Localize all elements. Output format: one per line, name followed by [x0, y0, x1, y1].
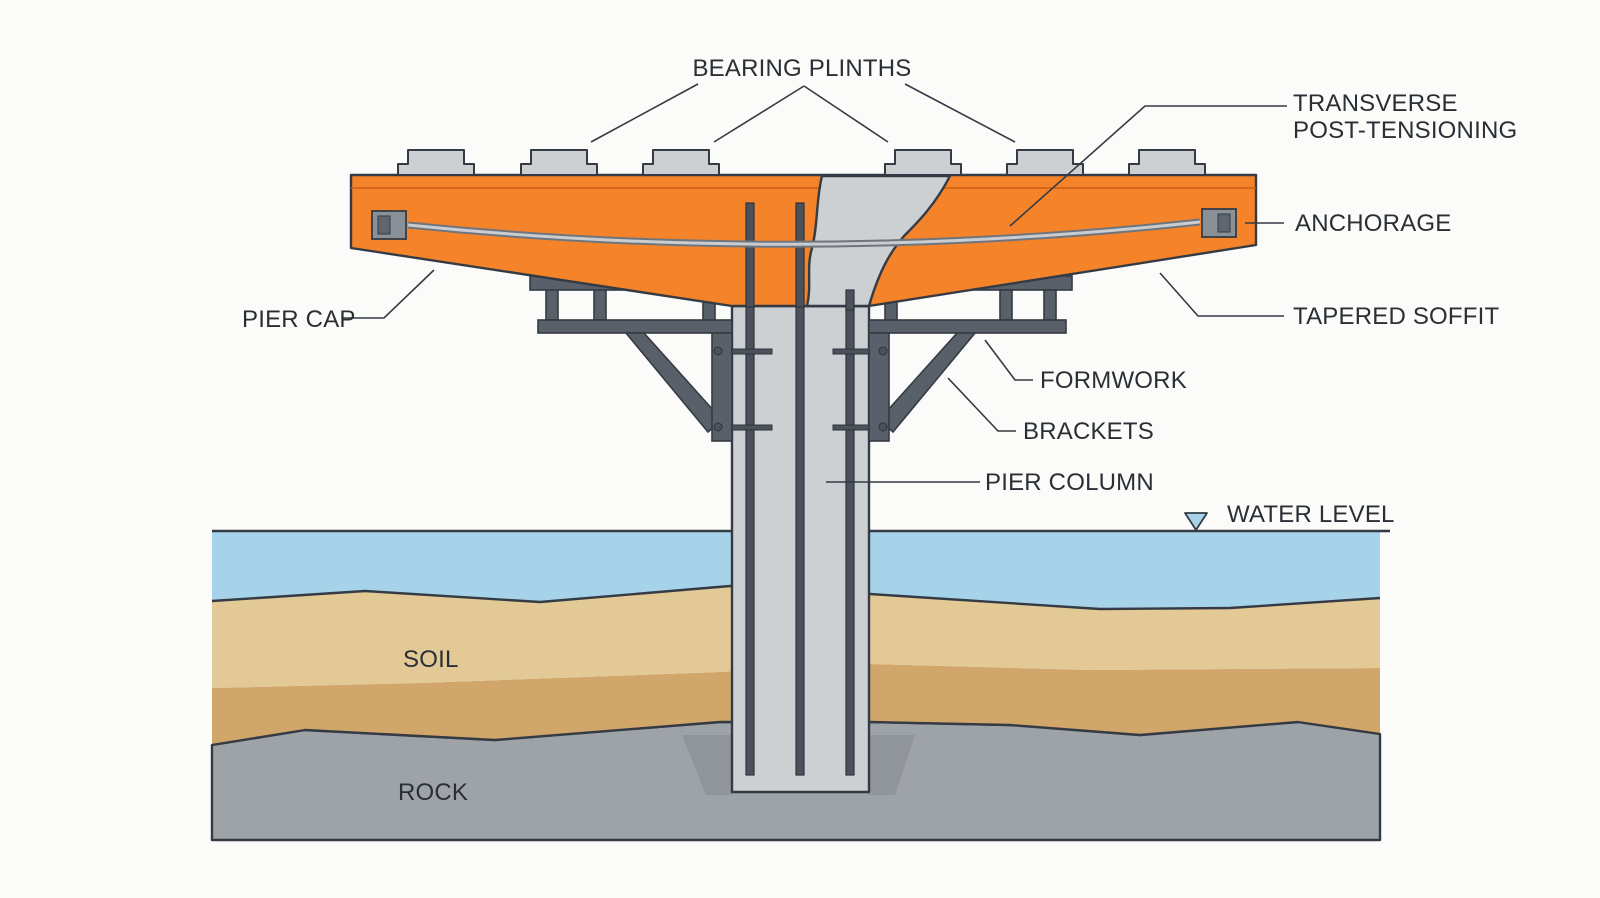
anchorage-left	[371, 210, 407, 240]
bearing-plinth	[1128, 149, 1206, 176]
label-brackets: BRACKETS	[1023, 418, 1154, 445]
bracket-beam-left	[537, 319, 733, 334]
label-formwork: FORMWORK	[1040, 367, 1187, 394]
formwork-post	[593, 289, 607, 321]
bearing-plinth	[397, 149, 475, 176]
label-transverse: TRANSVERSE	[1293, 90, 1458, 117]
label-pier-column: PIER COLUMN	[985, 469, 1154, 496]
formwork-post	[1043, 289, 1057, 321]
bracket-strut-right	[877, 332, 977, 434]
bearing-plinths	[397, 149, 1206, 176]
label-tapered-soffit: TAPERED SOFFIT	[1293, 303, 1500, 330]
bearing-plinth	[1006, 149, 1084, 176]
label-anchorage: ANCHORAGE	[1295, 210, 1452, 237]
water-level-triangle-icon	[1184, 512, 1208, 531]
formwork-post	[999, 289, 1013, 321]
tie-bolts	[713, 346, 888, 432]
label-water-level: WATER LEVEL	[1227, 501, 1395, 528]
leader-lines	[342, 83, 1287, 483]
bracket-collar-left	[711, 332, 733, 442]
bracket-collar-right	[868, 332, 890, 442]
label-rock: ROCK	[398, 779, 468, 806]
rebar	[795, 202, 805, 308]
post-tensioning-tendon-highlight	[407, 220, 1201, 246]
label-pier-cap: PIER CAP	[242, 306, 356, 333]
bearing-plinth	[884, 149, 962, 176]
label-soil: SOIL	[403, 646, 459, 673]
label-post-tensioning: POST-TENSIONING	[1293, 117, 1517, 144]
anchorage-right	[1201, 208, 1237, 238]
bearing-plinth	[642, 149, 720, 176]
rebar	[745, 202, 755, 308]
rebar	[845, 289, 855, 311]
bearing-plinth	[520, 149, 598, 176]
bracket-beam-right	[868, 319, 1067, 334]
pier-column	[730, 202, 871, 794]
bracket-strut-left	[624, 332, 724, 434]
label-bearing-plinths: BEARING PLINTHS	[692, 55, 911, 82]
pier-cap	[349, 173, 1258, 311]
rebar	[845, 289, 855, 776]
diagram-labels: BEARING PLINTHS TRANSVERSE POST-TENSIONI…	[242, 55, 1517, 806]
formwork-post	[545, 289, 559, 321]
